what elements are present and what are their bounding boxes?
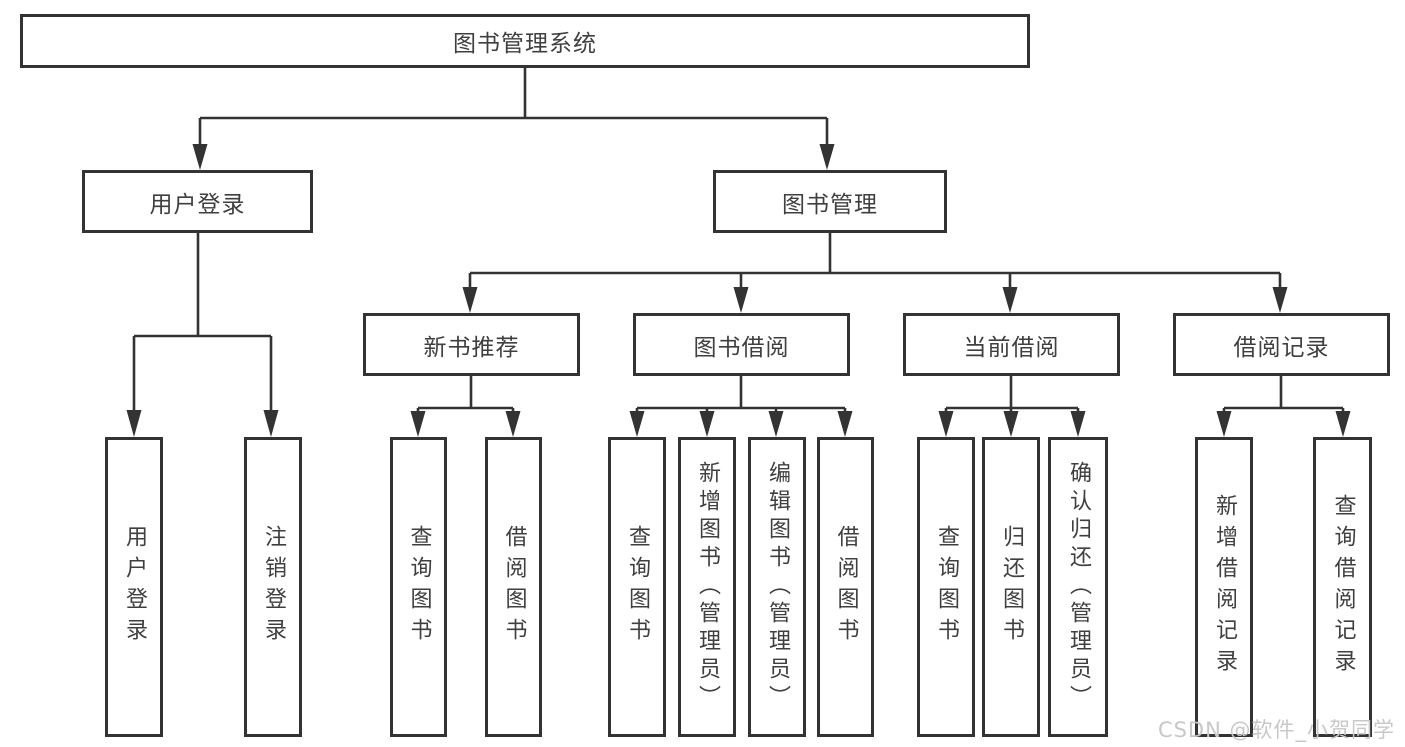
- csdn-watermark: CSDN @软件_小贺同学: [1157, 718, 1395, 742]
- node-label: 图书借阅: [693, 334, 790, 361]
- arrow-down-icon: [1002, 287, 1018, 313]
- leaf-box-query-books-2: 查询图书: [608, 437, 666, 737]
- leaf-box-add-borrow-record: 新增借阅记录: [1195, 437, 1253, 737]
- node-label: 注销登录: [261, 525, 286, 649]
- arrow-down-icon: [192, 144, 208, 170]
- node-label: 当前借阅: [963, 334, 1060, 361]
- leaf-box-query-books-3: 查询图书: [917, 437, 975, 737]
- node-label: 用户登录: [149, 191, 246, 218]
- leaf-box-user-login: 用户登录: [105, 437, 163, 737]
- node-box-new-book-recommend: 新书推荐: [363, 313, 580, 376]
- arrow-down-icon: [819, 144, 835, 170]
- arrow-down-icon: [410, 411, 426, 437]
- arrow-down-icon: [505, 411, 521, 437]
- node-label: 图书管理系统: [453, 31, 597, 57]
- arrow-down-icon: [1272, 287, 1288, 313]
- node-box-book-management: 图书管理: [713, 170, 947, 233]
- node-label: 确认归还（管理员）: [1066, 461, 1091, 713]
- leaf-box-edit-book-admin: 编辑图书（管理员）: [748, 437, 806, 737]
- node-label: 编辑图书（管理员）: [765, 461, 790, 713]
- leaf-box-confirm-return-admin: 确认归还（管理员）: [1048, 437, 1108, 737]
- node-label: 借阅图书: [833, 525, 859, 649]
- leaf-box-borrow-books-2: 借阅图书: [817, 437, 874, 737]
- arrow-down-icon: [768, 411, 784, 437]
- node-box-system-root: 图书管理系统: [20, 14, 1030, 68]
- node-box-book-borrow: 图书借阅: [633, 313, 850, 376]
- arrow-down-icon: [462, 287, 478, 313]
- leaf-box-query-books-1: 查询图书: [390, 437, 447, 737]
- node-label: 查询图书: [406, 525, 432, 649]
- leaf-box-add-book-admin: 新增图书（管理员）: [678, 437, 736, 737]
- node-label: 借阅图书: [501, 525, 527, 649]
- arrowheads: [126, 144, 1351, 437]
- node-box-current-borrow: 当前借阅: [903, 313, 1120, 376]
- leaf-box-logout: 注销登录: [244, 437, 302, 737]
- node-label: 新增图书（管理员）: [695, 461, 720, 713]
- node-label: 新书推荐: [423, 334, 520, 361]
- node-label: 用户登录: [122, 525, 147, 649]
- arrow-down-icon: [629, 411, 645, 437]
- node-label: 查询借阅记录: [1330, 494, 1356, 680]
- node-box-borrow-records: 借阅记录: [1173, 313, 1390, 376]
- arrow-down-icon: [733, 287, 749, 313]
- node-label: 归还图书: [999, 525, 1024, 649]
- arrow-down-icon: [1216, 411, 1232, 437]
- leaf-box-query-borrow-record: 查询借阅记录: [1313, 437, 1372, 737]
- leaf-box-return-books: 归还图书: [982, 437, 1040, 737]
- leaf-box-borrow-books-1: 借阅图书: [485, 437, 542, 737]
- arrow-down-icon: [126, 410, 142, 437]
- arrow-down-icon: [1003, 411, 1019, 437]
- node-box-user-login: 用户登录: [82, 170, 313, 233]
- node-label: 借阅记录: [1233, 334, 1330, 361]
- arrow-down-icon: [938, 411, 954, 437]
- arrow-down-icon: [263, 410, 279, 437]
- arrow-down-icon: [699, 411, 715, 437]
- node-label: 查询图书: [934, 525, 959, 649]
- connector-lines: [132, 68, 1345, 415]
- arrow-down-icon: [837, 411, 853, 437]
- arrow-down-icon: [1070, 411, 1086, 437]
- node-label: 图书管理: [782, 191, 878, 218]
- node-label: 新增借阅记录: [1212, 494, 1237, 680]
- arrow-down-icon: [1335, 411, 1351, 437]
- node-label: 查询图书: [625, 525, 650, 649]
